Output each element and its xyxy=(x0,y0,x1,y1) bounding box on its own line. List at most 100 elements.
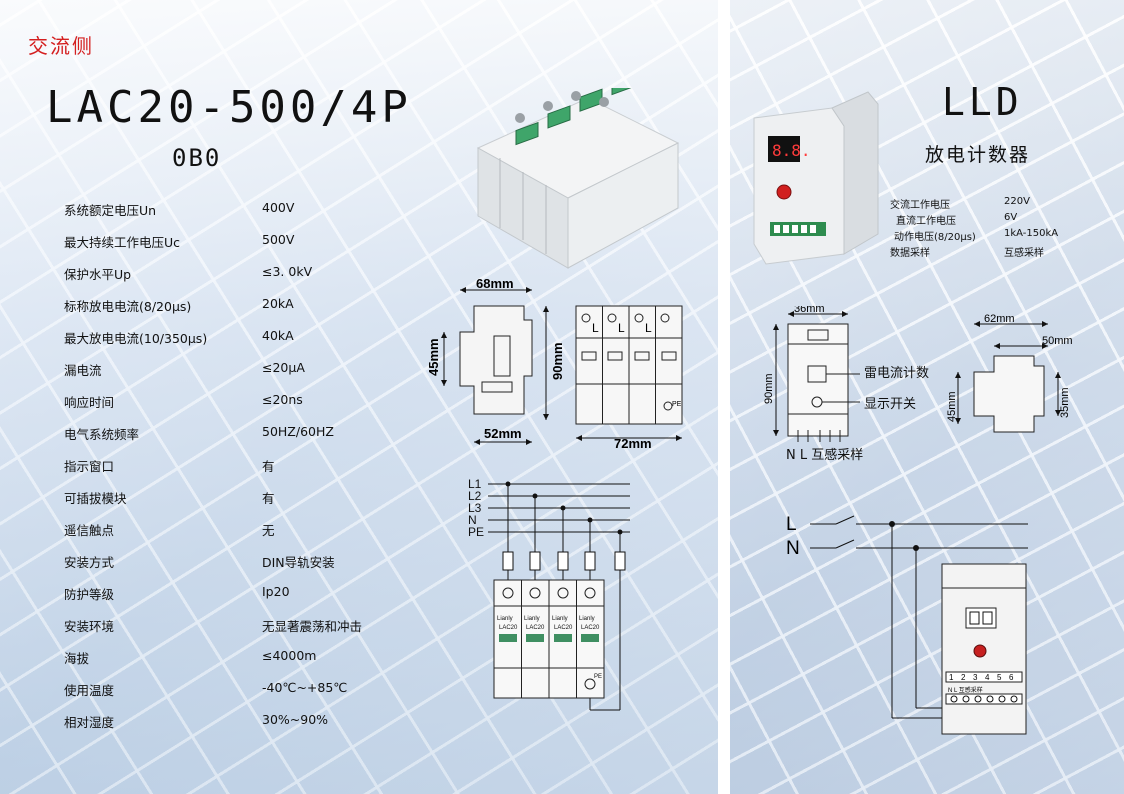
module-model-3: LAC20 xyxy=(554,625,573,631)
spec-label: 相对湿度 xyxy=(64,715,115,730)
spec-value: 500V xyxy=(262,232,295,247)
model-sub: 0B0 xyxy=(172,144,222,172)
spec-label: 最大放电电流(10/350μs) xyxy=(64,331,208,346)
line-pe-label: PE xyxy=(468,525,484,539)
front-dimension-drawing: L L L PE 72mm xyxy=(575,305,683,451)
dim-68mm: 68mm xyxy=(476,276,514,291)
spec-label: 漏电流 xyxy=(64,363,102,378)
dim-50mm: 50mm xyxy=(1042,335,1073,347)
lld-spec-value: 互感采样 xyxy=(1004,248,1044,259)
dim-90mm: 90mm xyxy=(550,342,565,380)
side-dimension-drawing: 68mm 45mm 90mm 52mm xyxy=(426,276,565,445)
lld-photo-display: 8.8. xyxy=(772,141,811,160)
spd-wiring-diagram: L1 L2 L3 N PE xyxy=(468,477,630,711)
lld-wiring-diagram: L N 1 2 3 4 5 6 N L 互感采样 xyxy=(786,514,1028,735)
lld-spec-value: 1kA-150kA xyxy=(1004,228,1059,239)
spec-value: 有 xyxy=(262,459,275,474)
lld-term-4: 4 xyxy=(985,673,990,682)
callout-display-switch: 显示开关 xyxy=(864,397,917,412)
spec-value: ≤20μA xyxy=(262,360,305,375)
spec-label: 响应时间 xyxy=(64,395,115,410)
lld-term-labels: N L 互感采样 xyxy=(948,686,983,694)
spec-label: 安装方式 xyxy=(64,555,115,570)
spec-label: 指示窗口 xyxy=(64,459,115,474)
spec-label: 系统额定电压Un xyxy=(64,203,157,218)
spec-value: 40kA xyxy=(262,328,294,343)
page-divider xyxy=(718,0,730,794)
spd-product-photo xyxy=(476,88,680,269)
lld-term-2: 2 xyxy=(961,673,966,682)
spec-label: 可插拔模块 xyxy=(64,491,127,506)
dim-72mm: 72mm xyxy=(614,436,652,451)
line-l1-label: L1 xyxy=(468,477,482,491)
spec-label: 电气系统频率 xyxy=(64,427,140,442)
spec-value: DIN导轨安装 xyxy=(262,555,335,570)
lld-spec-label: 数据采样 xyxy=(890,248,930,259)
l-mark-3: L xyxy=(645,321,652,335)
left-panel: 交流侧 LAC20-500/4P 0B0 系统额定电压Un 400V 最大持续工作电… xyxy=(0,0,718,794)
l-mark-1: L xyxy=(592,321,599,335)
module-model-4: LAC20 xyxy=(581,625,600,631)
dim-90mm-lld: 90mm xyxy=(764,373,775,404)
spec-label: 标称放电电流(8/20μs) xyxy=(64,299,192,314)
lld-spec-label: 动作电压(8/20μs) xyxy=(894,232,976,243)
lld-term-6: 6 xyxy=(1009,673,1014,682)
callout-terminals: N L 互感采样 xyxy=(786,448,864,463)
spec-value: 有 xyxy=(262,491,275,506)
lld-spec-value: 6V xyxy=(1004,212,1018,223)
lld-side-dimension: 62mm 50mm 45mm 35mm xyxy=(946,313,1073,433)
lld-device-photo: 8.8. xyxy=(753,91,879,265)
dim-45mm-lld: 45mm xyxy=(946,391,958,422)
callout-counter: 雷电流计数 xyxy=(864,366,930,381)
spec-label: 保护水平Up xyxy=(64,267,132,282)
module-brand-3: Lianly xyxy=(552,616,568,622)
spec-label: 防护等级 xyxy=(64,587,115,602)
module-model-2: LAC20 xyxy=(526,625,545,631)
lld-term-5: 5 xyxy=(997,673,1002,682)
dim-45mm: 45mm xyxy=(426,338,441,376)
module-pe-label: PE xyxy=(594,674,602,680)
lld-term-3: 3 xyxy=(973,673,978,682)
spec-value: ≤20ns xyxy=(262,392,303,407)
lld-title: LLD xyxy=(942,80,1023,124)
spec-value: Ip20 xyxy=(262,584,290,599)
spec-value: 20kA xyxy=(262,296,294,311)
right-panel: LLD 放电计数器 8.8. 交流工作电压 220V 直流工作电压 6V 动作电压(8/… xyxy=(730,0,1124,794)
spec-label: 海拔 xyxy=(64,651,90,666)
lld-line-n-label: N xyxy=(786,538,800,559)
spec-value: -40℃~+85℃ xyxy=(262,680,348,695)
line-l3-label: L3 xyxy=(468,501,482,515)
spec-value: ≤3. 0kV xyxy=(262,264,313,279)
module-model-1: LAC20 xyxy=(499,625,518,631)
spec-value: ≤4000m xyxy=(262,648,317,663)
spec-label: 最大持续工作电压Uc xyxy=(64,235,181,250)
dim-36mm: 36mm xyxy=(794,306,825,315)
dim-52mm: 52mm xyxy=(484,426,522,441)
section-tag: 交流侧 xyxy=(28,34,94,58)
lld-front-dimension: 36mm 90mm xyxy=(764,306,860,442)
spec-label: 遥信触点 xyxy=(64,523,115,538)
spec-value: 无显著震荡和冲击 xyxy=(262,619,363,634)
lld-spec-label: 直流工作电压 xyxy=(896,216,956,227)
spec-label: 安装环境 xyxy=(64,619,115,634)
line-n-label: N xyxy=(468,513,477,527)
dim-35mm: 35mm xyxy=(1059,387,1071,418)
module-brand-1: Lianly xyxy=(497,616,513,622)
lld-spec-value: 220V xyxy=(1004,196,1030,207)
model-name: LAC20-500/4P xyxy=(46,82,412,133)
dim-62mm: 62mm xyxy=(984,313,1015,325)
spec-value: 400V xyxy=(262,200,295,215)
lld-term-1: 1 xyxy=(949,673,954,682)
spec-value: 30%~90% xyxy=(262,712,329,727)
spec-value: 50HZ/60HZ xyxy=(262,424,334,439)
lld-line-l-label: L xyxy=(786,514,797,535)
line-l2-label: L2 xyxy=(468,489,482,503)
lld-subtitle: 放电计数器 xyxy=(925,144,1031,166)
spec-label: 使用温度 xyxy=(64,683,115,698)
module-brand-2: Lianly xyxy=(524,616,540,622)
pe-mark: PE xyxy=(672,401,682,408)
spec-value: 无 xyxy=(262,523,275,538)
lld-spec-label: 交流工作电压 xyxy=(890,200,950,211)
l-mark-2: L xyxy=(618,321,625,335)
module-brand-4: Lianly xyxy=(579,616,595,622)
